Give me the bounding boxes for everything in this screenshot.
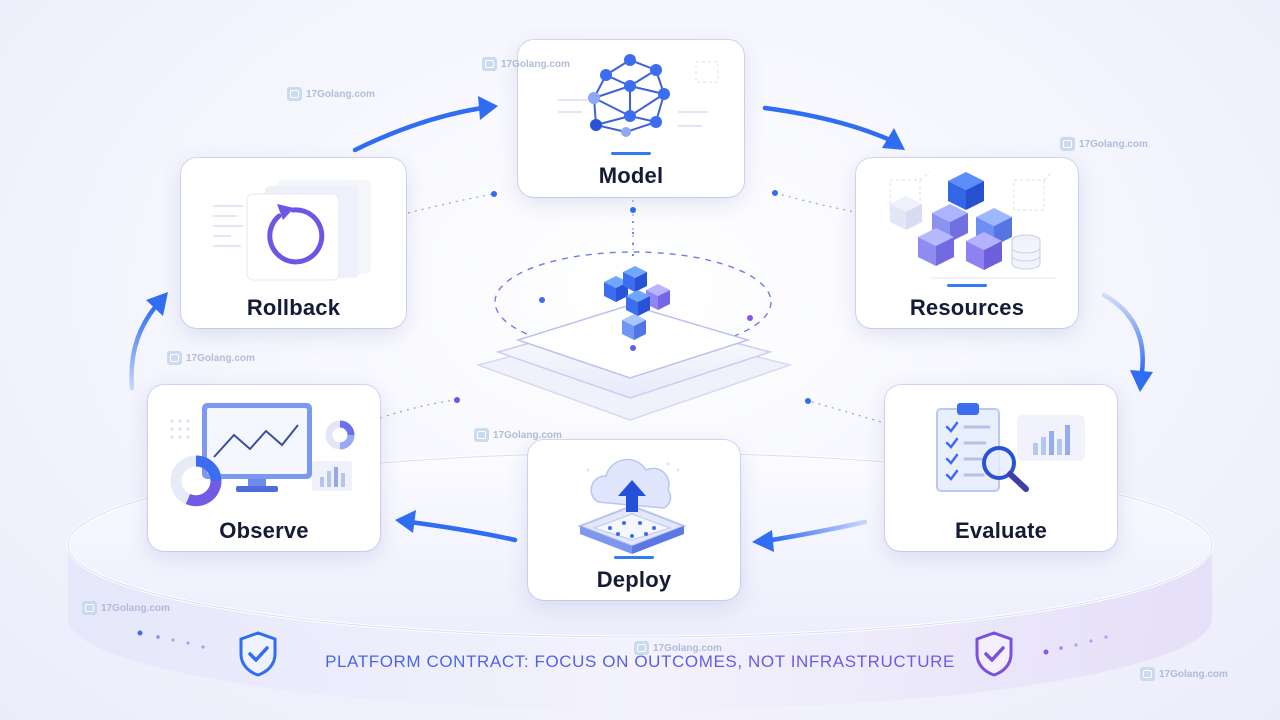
watermark: 17Golang.com xyxy=(82,601,170,615)
watermark: 17Golang.com xyxy=(167,351,255,365)
cloud-upload-icon xyxy=(577,458,687,554)
node-resources[interactable]: Resources xyxy=(856,158,1078,328)
evaluate-label: Evaluate xyxy=(954,518,1048,543)
neural-network-icon xyxy=(558,54,719,137)
model-underline xyxy=(611,152,651,155)
clipboard-magnifier-icon xyxy=(936,403,1085,492)
model-label: Model xyxy=(598,163,664,188)
rollback-art xyxy=(213,180,371,281)
node-rollback[interactable]: Rollback xyxy=(181,158,406,328)
node-observe[interactable]: Observe xyxy=(148,385,380,551)
rollback-label: Rollback xyxy=(246,295,341,320)
watermark-text: 17Golang.com xyxy=(101,602,170,614)
resources-underline xyxy=(947,284,987,287)
watermark: 17Golang.com xyxy=(1140,667,1228,681)
deploy-label: Deploy xyxy=(596,567,672,592)
watermark-text: 17Golang.com xyxy=(306,88,375,100)
watermark-text: 17Golang.com xyxy=(186,352,255,364)
watermark-text: 17Golang.com xyxy=(501,58,570,70)
watermark: 17Golang.com xyxy=(287,87,375,101)
watermark-text: 17Golang.com xyxy=(493,429,562,441)
stacked-cubes-icon xyxy=(889,171,1056,279)
node-evaluate[interactable]: Evaluate xyxy=(885,385,1117,551)
watermark: 17Golang.com xyxy=(482,57,570,71)
watermark: 17Golang.com xyxy=(634,641,722,655)
node-model[interactable]: Model xyxy=(518,40,744,197)
cycle-arrows xyxy=(129,96,1153,552)
platform-contract-caption: PLATFORM CONTRACT: FOCUS ON OUTCOMES, NO… xyxy=(0,652,1280,672)
monitor-chart-icon xyxy=(170,403,355,507)
watermark: 17Golang.com xyxy=(474,428,562,442)
deploy-underline xyxy=(614,556,654,559)
shield-check-icon xyxy=(239,631,277,677)
watermark-text: 17Golang.com xyxy=(1079,138,1148,150)
watermark-text: 17Golang.com xyxy=(1159,668,1228,680)
watermark: 17Golang.com xyxy=(1060,137,1148,151)
center-hub xyxy=(475,210,793,421)
shield-check-icon xyxy=(975,631,1013,677)
watermark-text: 17Golang.com xyxy=(653,642,722,654)
resources-label: Resources xyxy=(909,295,1025,320)
node-deploy[interactable]: Deploy xyxy=(528,440,740,600)
observe-label: Observe xyxy=(219,518,309,543)
undo-circle-icon xyxy=(267,204,325,265)
footer-dots xyxy=(137,630,1108,655)
